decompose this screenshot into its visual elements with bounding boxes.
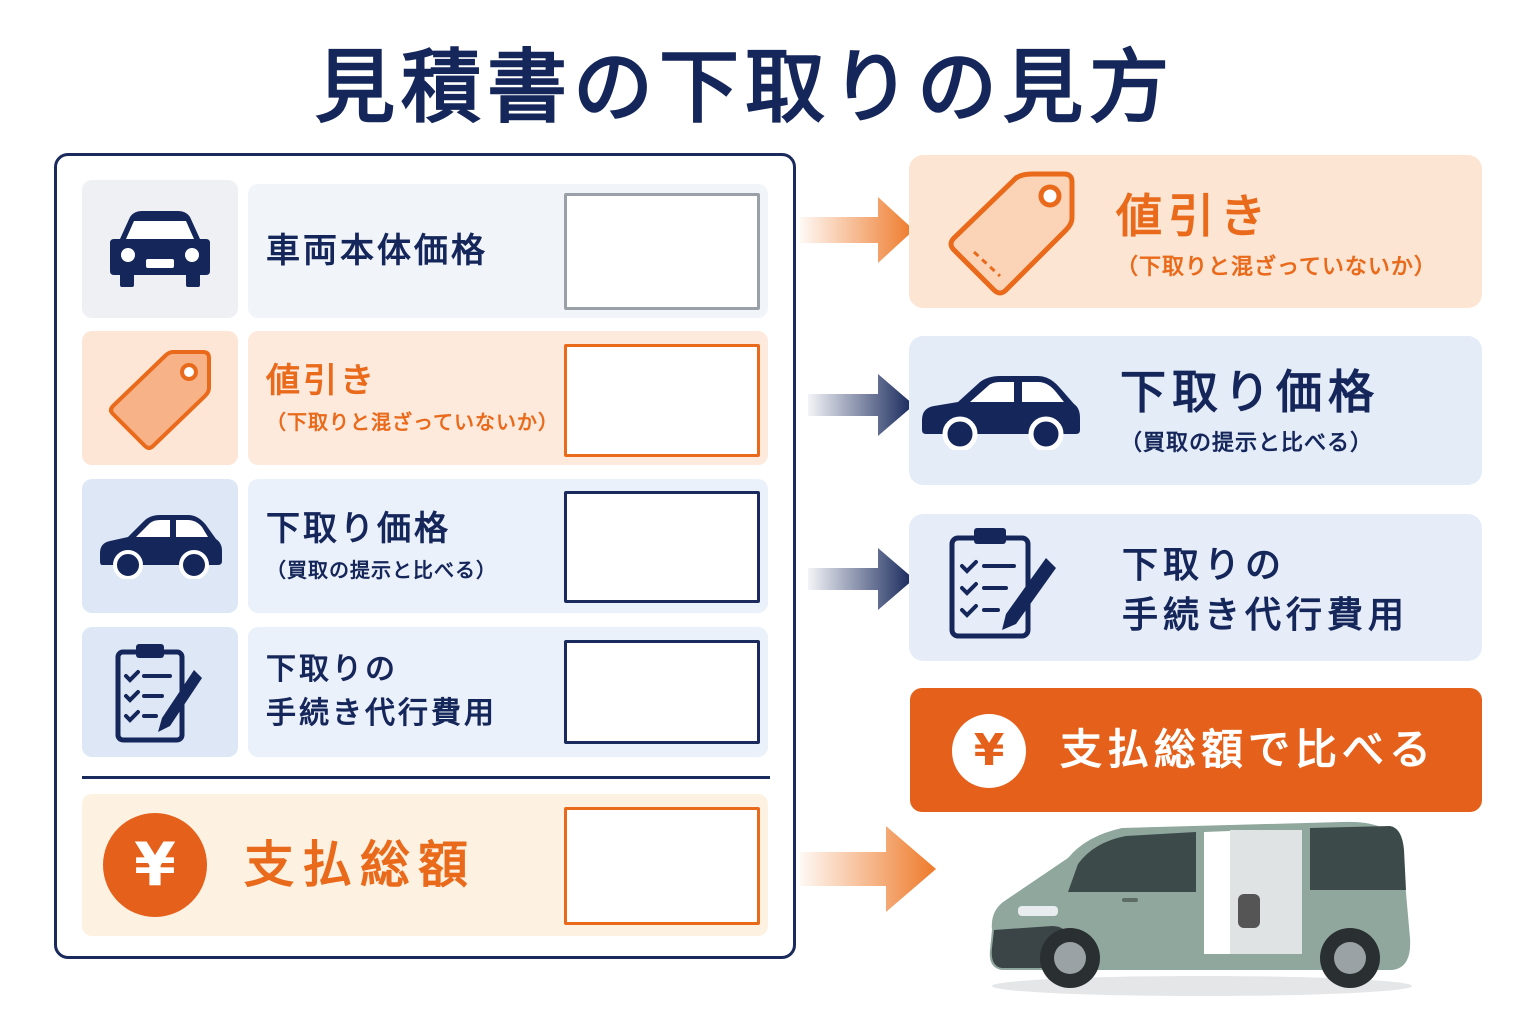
arrow-to-tradein-card [808,374,914,436]
arrow-to-discount-card [800,197,914,263]
fee-card-text: 下取りの 手続き代行費用 [1122,541,1409,641]
tradein-price-box [564,491,760,603]
row-icon-cell [82,331,238,465]
tradein-card-label: 下取り価格 [1120,365,1380,419]
yen-symbol: ¥ [973,725,1005,776]
row-icon-cell [82,627,238,757]
clipboard-icon [115,644,202,743]
car-side-icon [922,376,1080,450]
arrow-to-fee-card [808,548,914,610]
discount-card-sublabel: （下取りと混ざっていないか） [1116,255,1437,280]
row-label-fee-line1: 下取りの [266,652,398,687]
tradein-card-text: 下取り価格 （買取の提示と比べる） [1120,362,1380,460]
total-label: 支払総額 [244,836,476,894]
clipboard-icon [949,528,1056,639]
procedure-fee-box [564,640,760,744]
discount-box [564,344,760,457]
pay-banner-label: 支払総額で比べる [1060,725,1437,774]
car-side-icon [100,515,222,579]
yen-coin-icon: ¥ [103,813,207,917]
fee-card-line2: 手続き代行費用 [1122,595,1410,636]
total-amount-box [564,807,760,925]
row-icon-cell [82,180,238,318]
page-title: 見積書の下取りの見方 [315,41,1175,134]
price-tag-icon [109,350,211,450]
discount-card-label: 値引き [1116,189,1272,243]
sheet-divider [82,776,770,779]
fee-card-line1: 下取りの [1122,545,1287,586]
minivan-photo-icon [989,821,1412,996]
price-tag-icon [948,171,1075,296]
yen-coin-icon: ¥ [952,714,1026,788]
row-sublabel-tradein-price: （買取の提示と比べる） [266,558,497,582]
row-label-tradein-price: 下取り価格 [266,509,451,549]
vehicle-price-box [564,193,760,310]
row-label-vehicle-price: 車両本体価格 [266,231,488,271]
tradein-card-sublabel: （買取の提示と比べる） [1120,431,1374,456]
car-icon [110,211,210,287]
yen-symbol: ¥ [134,830,176,900]
arrow-to-photo [800,826,936,912]
discount-card-text: 値引き （下取りと混ざっていないか） [1116,186,1437,284]
row-sublabel-discount: （下取りと混ざっていないか） [266,410,559,434]
row-icon-cell [82,479,238,613]
row-label-fee-line2: 手続き代行費用 [266,696,497,731]
row-label-discount: 値引き [266,361,377,401]
